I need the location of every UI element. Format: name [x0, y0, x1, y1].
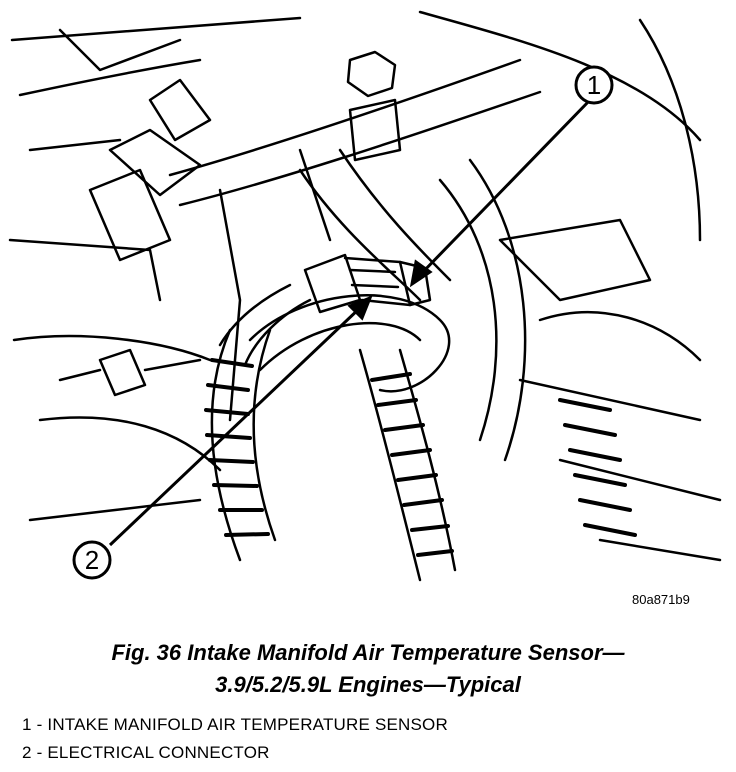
legend-item-1-text: INTAKE MANIFOLD AIR TEMPERATURE SENSOR: [47, 715, 448, 734]
bolt: [346, 50, 402, 162]
harness-loop: [248, 294, 451, 393]
left-sensor: [58, 348, 202, 397]
callout-2-number: 2: [85, 545, 99, 575]
electrical-connector: [218, 283, 312, 367]
legend-item-2-number: 2: [22, 743, 32, 762]
legend-separator: -: [36, 743, 48, 762]
legend-separator: -: [36, 715, 48, 734]
callout-2-circle: [72, 540, 112, 580]
figure-caption-line-2: 3.9/5.2/5.9L Engines—Typical: [215, 672, 521, 697]
wiring-harness: [210, 148, 527, 582]
callout-1-arrowhead: [409, 259, 433, 288]
callout-2-leader: [108, 304, 364, 547]
legend-item-2: 2 - ELECTRICAL CONNECTOR: [22, 742, 270, 764]
harness-ribs: [204, 358, 637, 557]
figure-code: 80a871b9: [632, 592, 690, 607]
air-temperature-sensor: [303, 253, 432, 314]
callout-1-circle: [574, 65, 614, 105]
callout-1-number: 1: [587, 70, 601, 100]
callout-2-arrowhead: [347, 295, 373, 321]
legend-item-1-number: 1: [22, 715, 32, 734]
engine-background-lines: [8, 10, 722, 562]
callout-1-leader: [418, 98, 592, 277]
engine-illustration: 1 2: [8, 10, 722, 582]
legend-item-1: 1 - INTAKE MANIFOLD AIR TEMPERATURE SENS…: [22, 714, 448, 736]
bracket: [88, 78, 212, 262]
figure-caption-line-1: Fig. 36 Intake Manifold Air Temperature …: [111, 640, 625, 665]
legend-item-2-text: ELECTRICAL CONNECTOR: [47, 743, 270, 762]
